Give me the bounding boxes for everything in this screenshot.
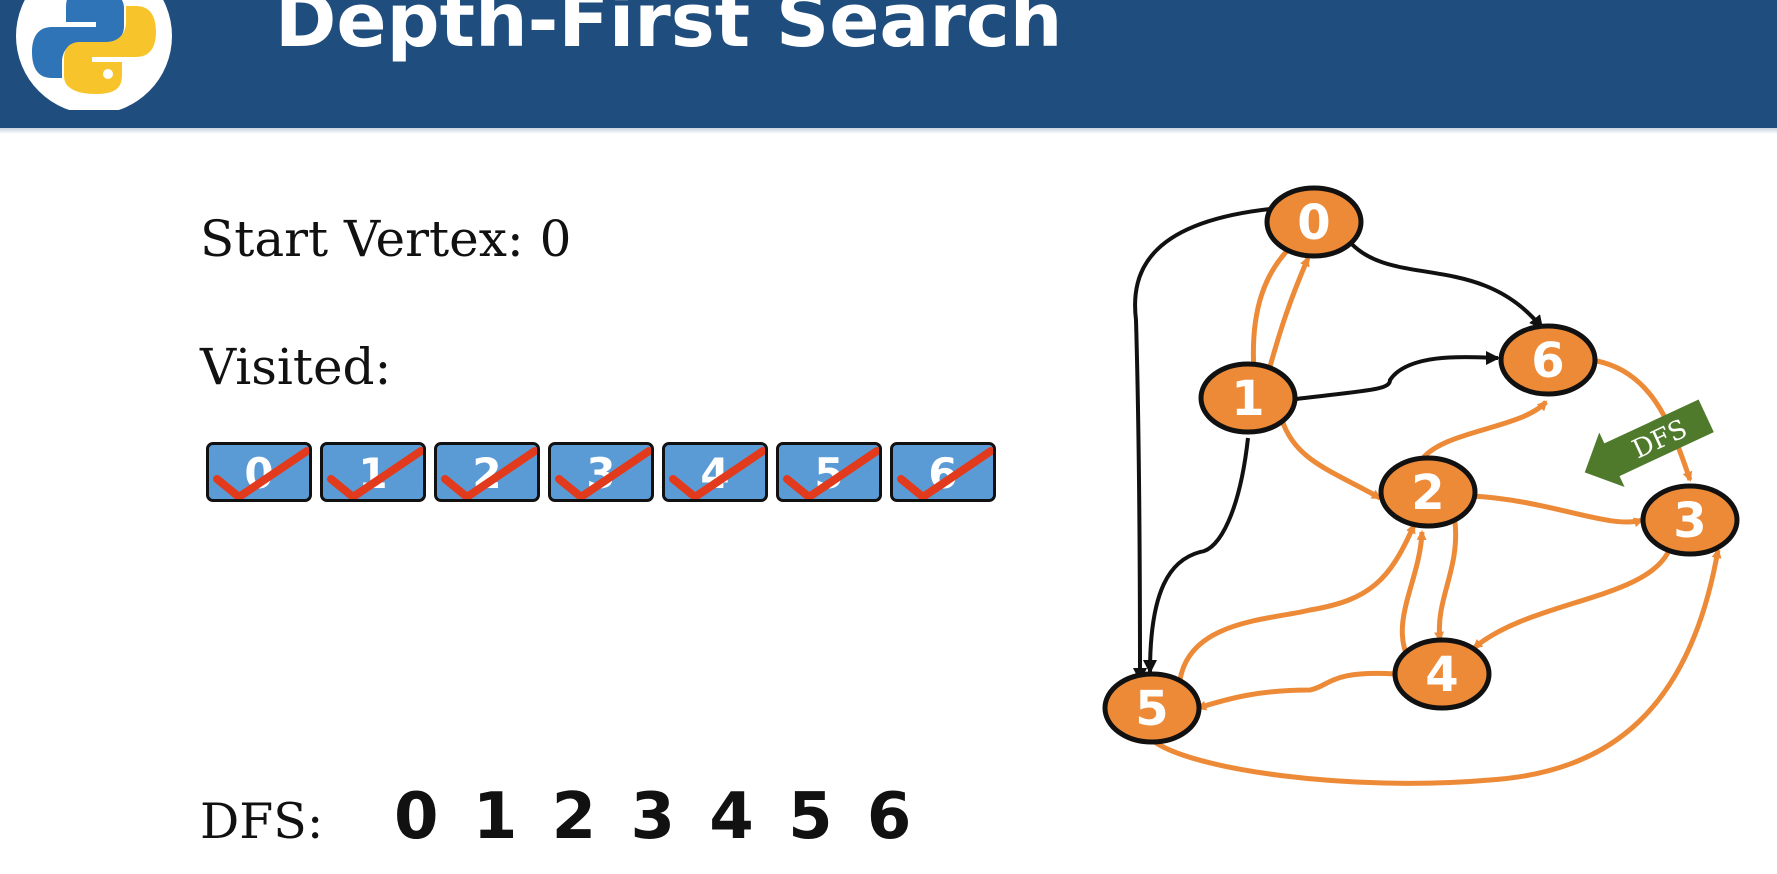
visited-label: Visited: bbox=[200, 338, 392, 396]
page-title: Depth-First Search bbox=[275, 0, 1063, 64]
graph-node-label: 1 bbox=[1231, 371, 1264, 427]
graph-node-label: 3 bbox=[1673, 493, 1706, 549]
edge-0-to-1 bbox=[1248, 241, 1297, 374]
check-mark-icon bbox=[669, 447, 765, 499]
graph-node-2: 2 bbox=[1378, 455, 1478, 529]
python-logo-icon bbox=[16, 0, 172, 110]
check-mark-icon bbox=[897, 447, 993, 499]
visited-cell-3: 3 bbox=[548, 442, 654, 502]
header-shadow bbox=[0, 128, 1777, 134]
visited-cell-6: 6 bbox=[890, 442, 996, 502]
graph-node-5: 5 bbox=[1102, 671, 1202, 745]
graph-node-label: 4 bbox=[1425, 647, 1458, 703]
edge-6-to-3 bbox=[1591, 357, 1693, 482]
visited-cell-1: 1 bbox=[320, 442, 426, 502]
dfs-sequence: 0 1 2 3 4 5 6 bbox=[394, 780, 918, 854]
edge-5-to-2 bbox=[1177, 523, 1417, 681]
edge-1-to-0 bbox=[1265, 256, 1311, 375]
check-mark-icon bbox=[327, 447, 423, 499]
edge-4-to-5 bbox=[1196, 670, 1397, 711]
edge-2-to-3 bbox=[1471, 493, 1644, 528]
graph-diagram: DFS 0 1 2 3 4 5 6 bbox=[1102, 185, 1740, 786]
check-mark-icon bbox=[555, 447, 651, 499]
edge-2-to-6 bbox=[1417, 400, 1548, 464]
graph-node-label: 0 bbox=[1297, 195, 1330, 251]
dfs-label: DFS: bbox=[200, 793, 324, 850]
check-mark-icon bbox=[213, 447, 309, 499]
edge-1-to-5 bbox=[1143, 437, 1250, 674]
graph-node-label: 6 bbox=[1531, 333, 1564, 389]
check-mark-icon bbox=[783, 447, 879, 499]
graph-node-0: 0 bbox=[1264, 185, 1364, 259]
check-mark-icon bbox=[441, 447, 537, 499]
edge-1-to-2 bbox=[1279, 419, 1382, 501]
graph-node-6: 6 bbox=[1498, 323, 1598, 397]
edge-2-to-4 bbox=[1434, 521, 1459, 642]
visited-cell-5: 5 bbox=[776, 442, 882, 502]
edge-1-to-6 bbox=[1287, 350, 1500, 402]
graph-node-1: 1 bbox=[1198, 361, 1298, 435]
title-bar: Depth-First Search bbox=[0, 0, 1777, 128]
graph-node-3: 3 bbox=[1640, 483, 1740, 557]
graph-node-4: 4 bbox=[1392, 637, 1492, 711]
visited-cell-2: 2 bbox=[434, 442, 540, 502]
visited-cell-0: 0 bbox=[206, 442, 312, 502]
edge-4-to-2 bbox=[1399, 530, 1427, 660]
dfs-pointer-arrow-icon: DFS bbox=[1584, 399, 1714, 487]
start-vertex-label: Start Vertex: 0 bbox=[200, 210, 572, 268]
edge-3-to-4 bbox=[1472, 546, 1673, 650]
visited-cell-4: 4 bbox=[662, 442, 768, 502]
graph-node-label: 2 bbox=[1411, 465, 1444, 521]
edge-0-to-5 bbox=[1132, 206, 1281, 682]
graph-node-label: 5 bbox=[1135, 681, 1168, 737]
edge-0-to-6 bbox=[1346, 238, 1544, 330]
edge-5-to-3 bbox=[1150, 548, 1722, 786]
